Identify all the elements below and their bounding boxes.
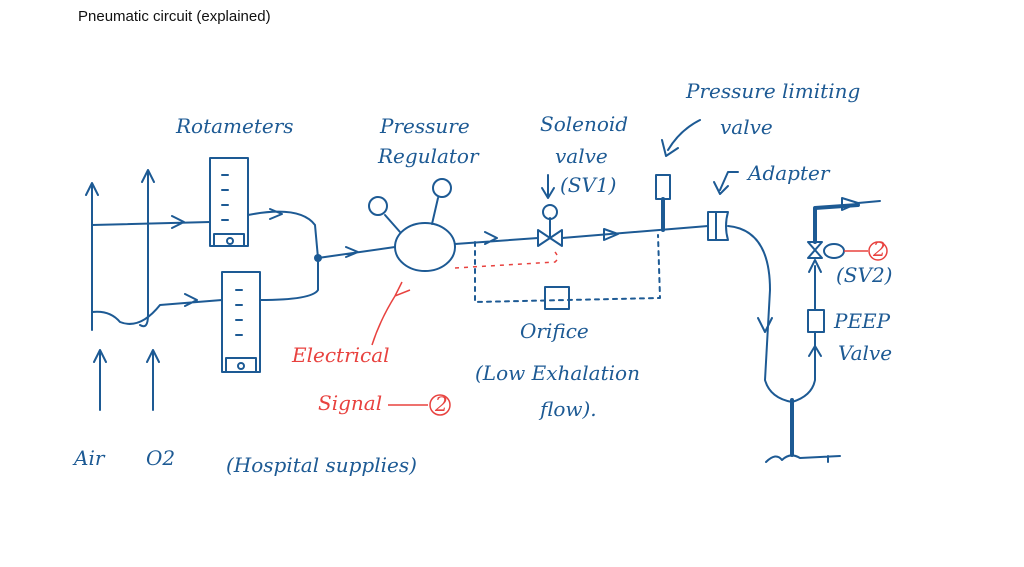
o2-label: O2 <box>146 446 175 470</box>
plv-pointer-arrow <box>661 119 701 157</box>
sv1-pointer-arrow <box>541 174 555 199</box>
signal-number: 2 <box>434 392 448 416</box>
adapter <box>707 211 729 241</box>
rotameter-2 <box>221 271 261 373</box>
merge-lines <box>247 208 396 301</box>
solenoid-label: Solenoid <box>540 112 628 136</box>
page-title: Pneumatic circuit (explained) <box>78 8 271 25</box>
patient-circuit <box>727 197 881 463</box>
rotameter-1 <box>209 157 249 247</box>
pressure-limiting-valve <box>655 174 671 232</box>
pressure-regulator <box>368 178 456 272</box>
solenoid-label-2: valve <box>555 144 608 168</box>
peep-label-2: Valve <box>838 341 892 365</box>
supply-lines <box>85 169 223 411</box>
rotameters-label: Rotameters <box>175 114 294 138</box>
orifice-label: Orifice <box>520 319 589 343</box>
adapter-label: Adapter <box>746 161 831 185</box>
electrical-signal-label: Electrical <box>291 343 390 367</box>
peep-label: PEEP <box>833 309 891 333</box>
air-label: Air <box>72 446 106 470</box>
plv-label: Pressure limiting <box>685 79 860 103</box>
pressure-regulator-label: Pressure <box>379 114 470 138</box>
pressure-regulator-label-2: Regulator <box>377 144 480 168</box>
sv2-label: (SV2) <box>836 263 892 287</box>
solenoid-valve-sv1 <box>537 204 563 247</box>
orifice-bypass <box>474 234 661 310</box>
orifice-label-3: flow). <box>538 397 597 421</box>
electrical-signal-label-2: Signal <box>318 391 382 415</box>
sv2-signal-number: 2 <box>872 237 886 261</box>
orifice-label-2: (Low Exhalation <box>475 361 640 385</box>
main-line <box>454 225 709 245</box>
sv1-label: (SV1) <box>560 173 616 197</box>
adapter-pointer-arrow <box>713 171 739 195</box>
plv-label-2: valve <box>720 115 773 139</box>
hospital-supplies-label: (Hospital supplies) <box>226 453 417 477</box>
electrical-signals <box>371 241 888 416</box>
